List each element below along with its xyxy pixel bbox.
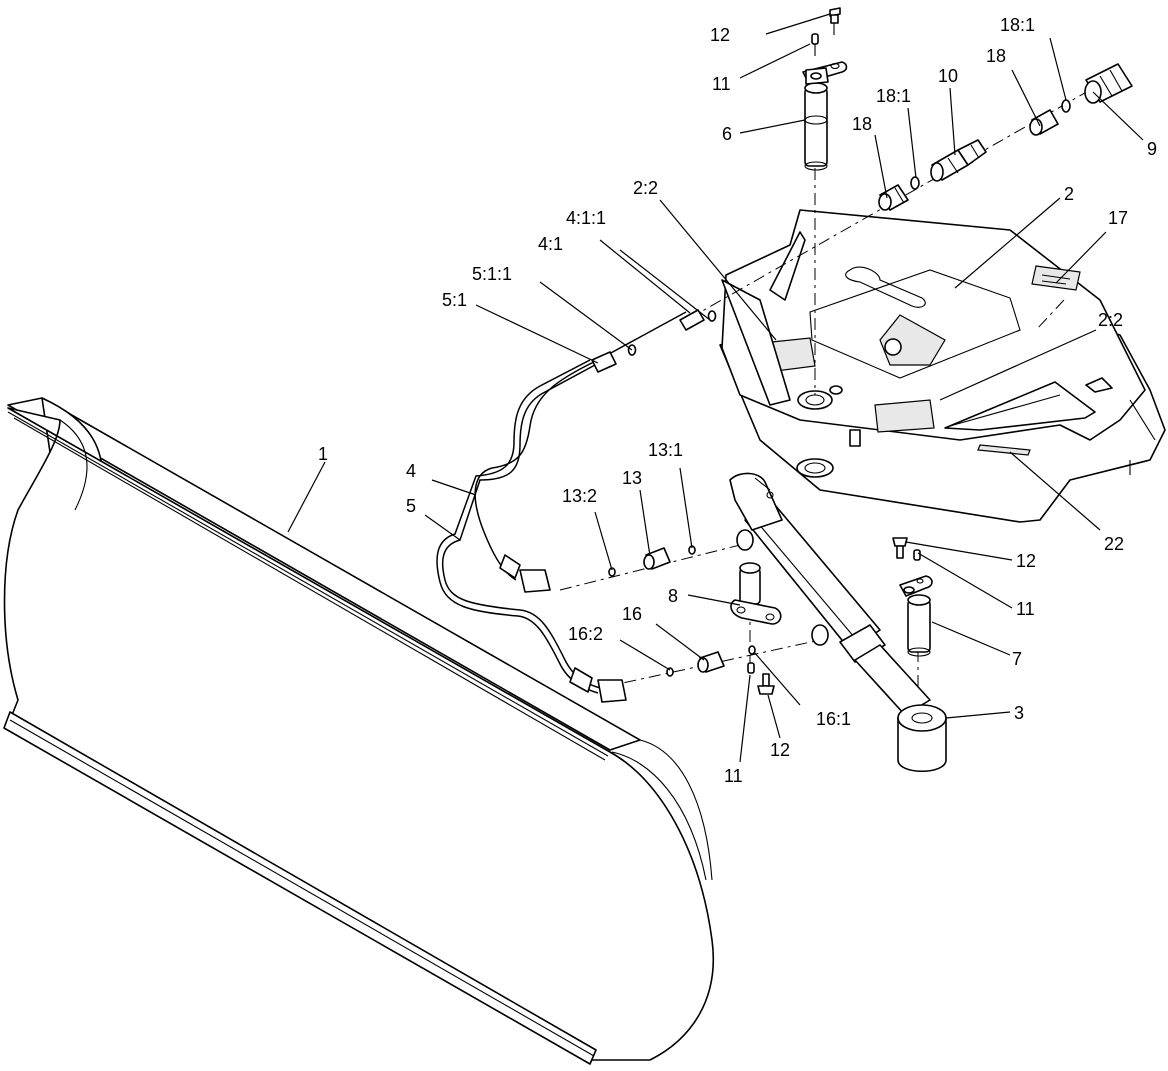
decal-17 bbox=[1031, 265, 1081, 291]
callout-16: 16 bbox=[622, 604, 642, 624]
callout-5: 5 bbox=[406, 496, 416, 516]
callout-3: 3 bbox=[1014, 703, 1024, 723]
callout-labels: 1 2 2:2 2:2 3 4 4:1 4:1:1 5 5:1 5:1:1 6 … bbox=[318, 15, 1157, 786]
plow-blade bbox=[3, 397, 714, 1065]
fitting-11-mid bbox=[747, 662, 755, 674]
callout-4: 4 bbox=[406, 461, 416, 481]
callout-1: 1 bbox=[318, 444, 328, 464]
callout-4-1-1: 4:1:1 bbox=[566, 208, 606, 228]
leader-lines bbox=[287, 13, 1144, 763]
spacer-3 bbox=[897, 704, 947, 772]
fitting-11-right bbox=[913, 549, 921, 561]
callout-22: 22 bbox=[1104, 534, 1124, 554]
callout-6: 6 bbox=[722, 124, 732, 144]
callout-18-right: 18 bbox=[986, 46, 1006, 66]
callout-5-1: 5:1 bbox=[442, 290, 467, 310]
callout-9: 9 bbox=[1147, 139, 1157, 159]
callout-8: 8 bbox=[668, 586, 678, 606]
callout-18-1-right: 18:1 bbox=[1000, 15, 1035, 35]
oring-18-1-right bbox=[1061, 99, 1071, 113]
callout-11-bottom: 11 bbox=[724, 766, 743, 786]
callout-7: 7 bbox=[1012, 649, 1022, 669]
callout-11-right: 11 bbox=[1016, 599, 1035, 619]
callout-12-top: 12 bbox=[710, 25, 730, 45]
coupler-18-left bbox=[878, 184, 909, 211]
callout-17: 17 bbox=[1108, 208, 1128, 228]
callout-4-1: 4:1 bbox=[538, 234, 563, 254]
screw-12-mid bbox=[757, 673, 775, 695]
fitting-11-top bbox=[811, 33, 819, 56]
hydraulic-cylinder bbox=[729, 472, 931, 716]
fitting-16 bbox=[697, 651, 725, 673]
mount-plate bbox=[719, 209, 1166, 523]
callout-2-2-upper: 2:2 bbox=[633, 178, 658, 198]
oring-18-1-left bbox=[910, 176, 920, 190]
callout-13-1: 13:1 bbox=[648, 440, 683, 460]
callout-12-right: 12 bbox=[1016, 551, 1036, 571]
hose-5 bbox=[436, 344, 637, 703]
callout-2: 2 bbox=[1064, 184, 1074, 204]
screw-12-right bbox=[892, 537, 908, 559]
oring-16-1 bbox=[748, 645, 756, 655]
pin-6 bbox=[802, 61, 848, 171]
callout-18-left: 18 bbox=[852, 114, 872, 134]
callout-2-2-lower: 2:2 bbox=[1098, 310, 1123, 330]
oring-16-2 bbox=[666, 667, 674, 677]
pin-8 bbox=[730, 562, 782, 625]
callout-11-top: 11 bbox=[712, 74, 731, 94]
fitting-13 bbox=[643, 547, 671, 570]
coupler-9 bbox=[1084, 63, 1133, 104]
callout-10: 10 bbox=[938, 66, 958, 86]
callout-13-2: 13:2 bbox=[562, 486, 597, 506]
callout-12-bottom: 12 bbox=[770, 740, 790, 760]
hose-4 bbox=[474, 309, 717, 593]
callout-5-1-1: 5:1:1 bbox=[472, 264, 512, 284]
callout-18-1-left: 18:1 bbox=[876, 86, 911, 106]
callout-16-1: 16:1 bbox=[816, 709, 851, 729]
callout-16-2: 16:2 bbox=[568, 624, 603, 644]
pin-7 bbox=[899, 575, 933, 657]
screw-12-top bbox=[829, 7, 841, 35]
callout-13: 13 bbox=[622, 468, 642, 488]
coupler-10 bbox=[930, 139, 987, 182]
